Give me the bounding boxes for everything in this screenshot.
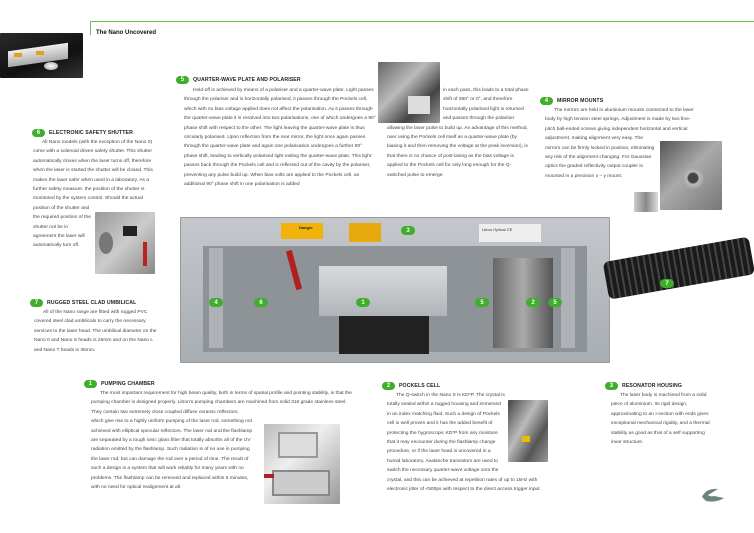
section-6-body: All Nano models (with the exception of t… [33, 138, 153, 251]
callout-5: 5 [475, 298, 489, 307]
mirror-mount-photo [660, 141, 722, 210]
section-4-text: The mirrors are held in aluminium mounts… [545, 108, 694, 132]
callout-2: 2 [526, 298, 540, 307]
section-3-text: The laser body is machined from a solid … [611, 393, 710, 446]
section-1-heading: 1 Pumping chamber [84, 380, 155, 388]
shutter-photo [95, 212, 155, 274]
laser-head-photo: Danger Litron Optical CE 4 6 1 3 5 2 5 [180, 217, 610, 363]
section-number-badge: 3 [605, 382, 618, 390]
nano-laser-thumbnail [0, 33, 83, 78]
section-2-heading: 2 Pockels cell [382, 382, 440, 390]
danger-label: Danger [281, 223, 323, 239]
callout-1: 1 [356, 298, 370, 307]
section-2-text-cont: crystal, and this can be achieved at rep… [387, 477, 541, 493]
section-number-badge: 4 [540, 97, 553, 105]
callout-3: 3 [401, 226, 415, 235]
heading-label: Mirror mounts [557, 98, 604, 104]
pockels-cell-photo [508, 400, 548, 462]
ce-mark: CE [506, 227, 513, 232]
section-5-text-cont: allowing the laser pulse to build up. An… [387, 125, 528, 178]
callout-4: 4 [209, 298, 223, 307]
section-number-badge: 7 [30, 299, 43, 307]
section-1-body: The most important requirement for high … [91, 389, 353, 492]
section-number-badge: 6 [32, 129, 45, 137]
section-number-badge: 5 [176, 76, 189, 84]
heading-label: Resonator housing [622, 383, 683, 389]
section-7-heading: 7 Rugged steel clad umbilical [30, 299, 136, 307]
section-6-heading: 6 Electronic safety shutter [32, 129, 133, 137]
section-3-heading: 3 Resonator housing [605, 382, 682, 390]
litron-logo-icon [702, 488, 724, 502]
umbilical-cable [602, 236, 754, 300]
callout-5b: 5 [548, 298, 562, 307]
section-5-continuation: in each pass, this leads to a total phas… [387, 86, 529, 180]
polariser-photo [378, 62, 440, 123]
heading-label: Quarter-wave plate and polariser [193, 77, 301, 83]
callout-6: 6 [254, 298, 268, 307]
section-1-text: The most important requirement for high … [91, 391, 352, 415]
section-4-text-cont: adjustment, making alignment very easy. … [545, 136, 655, 179]
section-4-heading: 4 Mirror mounts [540, 97, 603, 105]
callout-7: 7 [660, 279, 674, 288]
section-6-text-cont: position of the shutter and the required… [33, 205, 91, 249]
section-5-text-cont: in each pass, this leads to a total phas… [443, 88, 529, 122]
heading-label: Rugged steel clad umbilical [47, 300, 137, 306]
brand-label: Litron Optical [482, 227, 506, 232]
pumping-chamber-photo [264, 424, 340, 504]
section-2-body: The Q-switch in the Nano S is KD*P. The … [387, 391, 549, 494]
heading-label: Pockels cell [399, 383, 441, 389]
section-number-badge: 2 [382, 382, 395, 390]
brand-plate: Litron Optical CE [479, 224, 541, 242]
section-6-text: All Nano models (with the exception of t… [33, 140, 153, 202]
title-rule [90, 21, 754, 35]
mirror-mount-detail-photo [634, 192, 658, 212]
page-title: The Nano Uncovered [96, 30, 157, 36]
heading-label: Electronic safety shutter [49, 130, 133, 136]
section-1-text-cont: which give rise to a highly uniform pump… [91, 419, 253, 491]
section-5-text: Hold-off is achieved by means of a polar… [184, 88, 376, 188]
heading-label: Pumping chamber [101, 381, 155, 387]
section-number-badge: 1 [84, 380, 97, 388]
section-4-body: The mirrors are held in aluminium mounts… [545, 106, 697, 181]
section-2-text: The Q-switch in the Nano S is KD*P. The … [387, 393, 505, 474]
section-7-text: All of the Nano range are fitted with ru… [34, 310, 157, 353]
section-5-heading: 5 Quarter-wave plate and polariser [176, 76, 301, 84]
